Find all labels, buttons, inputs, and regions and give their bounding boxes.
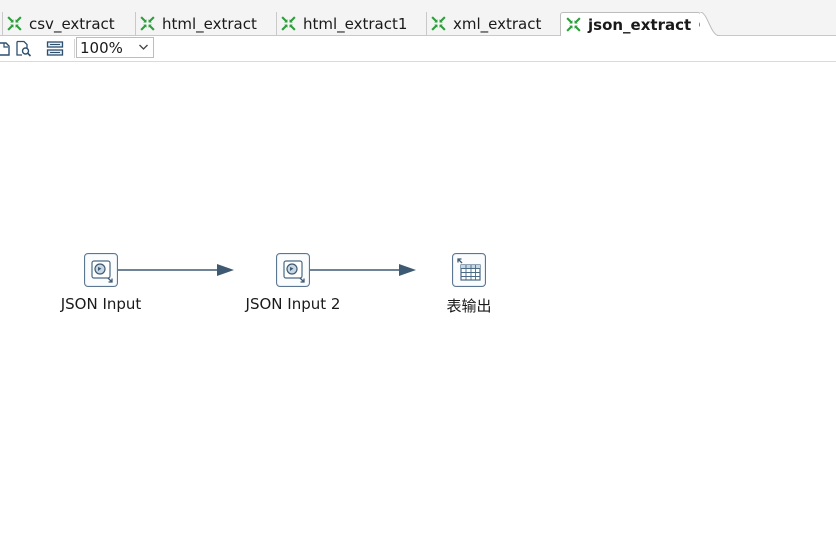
json-input-icon bbox=[91, 260, 113, 283]
tab-label: html_extract1 bbox=[303, 14, 408, 33]
open-icon[interactable] bbox=[0, 40, 12, 57]
tab-label: json_extract bbox=[588, 15, 692, 34]
tab-xml-extract[interactable]: xml_extract bbox=[426, 12, 560, 35]
transformation-icon bbox=[7, 16, 22, 31]
editor-tab-bar: csv_extract html_extract html_extract1 bbox=[0, 0, 836, 36]
step-label: JSON Input bbox=[60, 295, 142, 313]
zoom-select[interactable]: 100% bbox=[76, 37, 154, 58]
step-label: JSON Input 2 bbox=[245, 295, 341, 313]
transformation-icon bbox=[140, 16, 155, 31]
chevron-down-icon[interactable] bbox=[138, 41, 149, 53]
transformation-icon bbox=[566, 17, 581, 32]
tab-label: xml_extract bbox=[453, 14, 542, 33]
canvas-toolbar: 100% bbox=[0, 36, 836, 62]
tab-html-extract[interactable]: html_extract bbox=[135, 12, 276, 35]
table-output-icon bbox=[457, 258, 481, 281]
step-table-output[interactable] bbox=[452, 253, 486, 287]
tab-label: csv_extract bbox=[29, 14, 115, 33]
step-json-input[interactable] bbox=[84, 253, 118, 287]
transformation-icon bbox=[431, 16, 446, 31]
hop-json-input-to-json-input-2[interactable] bbox=[117, 264, 234, 276]
transformation-canvas[interactable]: JSON Input JSON Input 2 表输出 bbox=[0, 62, 836, 537]
step-label: 表输出 bbox=[446, 297, 492, 315]
tab-label: html_extract bbox=[162, 14, 257, 33]
json-input-icon bbox=[283, 260, 305, 283]
transformation-icon bbox=[281, 16, 296, 31]
hop-json-input-2-to-table-output[interactable] bbox=[310, 264, 416, 276]
tab-json-extract[interactable]: json_extract ⊗ bbox=[560, 12, 707, 36]
tab-bar-baseline bbox=[0, 35, 836, 36]
tab-separator bbox=[2, 12, 3, 35]
tab-curve bbox=[700, 12, 720, 36]
tab-html-extract1[interactable]: html_extract1 bbox=[276, 12, 426, 35]
tab-separator bbox=[135, 12, 136, 35]
tab-separator bbox=[426, 12, 427, 35]
toolbar-separator bbox=[74, 39, 75, 58]
hop-layer bbox=[117, 264, 416, 276]
align-icon[interactable] bbox=[46, 40, 64, 57]
zoom-value: 100% bbox=[80, 38, 123, 57]
tab-csv-extract[interactable]: csv_extract bbox=[2, 12, 135, 35]
search-file-icon[interactable] bbox=[15, 40, 33, 57]
step-json-input-2[interactable] bbox=[276, 253, 310, 287]
tab-separator bbox=[276, 12, 277, 35]
